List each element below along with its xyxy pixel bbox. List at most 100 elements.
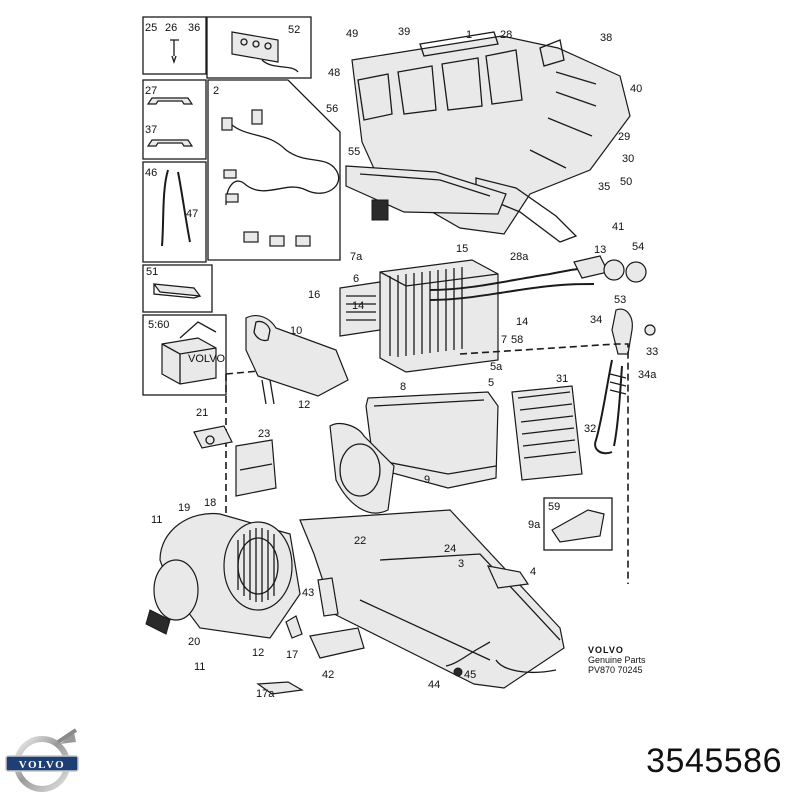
callout-28a: 28a [510, 251, 529, 263]
part-number: 3545586 [646, 742, 782, 780]
callout-30: 30 [622, 153, 634, 165]
callout-29: 29 [618, 131, 630, 143]
inset-box-2-wiring [207, 79, 341, 261]
callout-32: 32 [584, 423, 596, 435]
callout-58: 58 [511, 334, 523, 346]
refrigerant-pipe-28a [429, 255, 647, 301]
resistor-21 [193, 425, 233, 449]
inset-box-52 [206, 16, 312, 79]
blower-motor-19 [145, 512, 301, 639]
bottom-housing-3 [299, 509, 565, 689]
callout-43: 43 [302, 587, 314, 599]
callout-8: 8 [400, 381, 406, 393]
callout-51: 51 [146, 266, 158, 278]
callout-28: 28 [500, 29, 512, 41]
svg-text:VOLVO: VOLVO [188, 353, 226, 365]
callout-53: 53 [614, 294, 626, 306]
callout-6: 6 [353, 273, 359, 285]
callout-20: 20 [188, 636, 200, 648]
genuine-parts-line2: PV870 70245 [588, 665, 643, 675]
callout-49: 49 [346, 28, 358, 40]
callout-46: 46 [145, 167, 157, 179]
callout-5-60: 5:60 [148, 319, 169, 331]
inset-box-46-47 [142, 161, 207, 263]
callout-27: 27 [145, 85, 157, 97]
callout-17a: 17a [256, 688, 275, 700]
callout-11b: 11 [194, 661, 205, 673]
evaporator-core [339, 259, 499, 373]
callout-5: 5 [488, 377, 494, 389]
lower-housing-9 [329, 391, 499, 514]
duct-55 [345, 165, 507, 221]
callout-44: 44 [428, 679, 440, 691]
callout-9: 9 [424, 474, 430, 486]
callout-47: 47 [186, 208, 198, 220]
genuine-parts-stamp: VOLVO Genuine Parts PV870 70245 [588, 645, 646, 675]
callout-34a: 34a [638, 369, 657, 381]
callout-15: 15 [456, 243, 468, 255]
callout-59: 59 [548, 501, 560, 513]
callout-36: 36 [188, 22, 200, 34]
callout-4: 4 [530, 566, 536, 578]
callout-37: 37 [145, 124, 157, 136]
callout-48: 48 [328, 67, 340, 79]
callout-18: 18 [204, 497, 216, 509]
callout-38: 38 [600, 32, 612, 44]
genuine-parts-line1: Genuine Parts [588, 655, 646, 665]
callout-7: 7 [501, 334, 507, 346]
valve-34-pipe-32 [594, 308, 656, 455]
callout-25: 25 [145, 22, 157, 34]
callout-24: 24 [444, 543, 456, 555]
lever-42-43 [256, 577, 365, 695]
callout-56: 56 [326, 103, 338, 115]
callout-55: 55 [348, 146, 360, 158]
callout-41: 41 [612, 221, 624, 233]
inset-box-5-60: VOLVO [142, 314, 227, 396]
sensor-44-45 [445, 641, 491, 677]
callout-35: 35 [598, 181, 610, 193]
callout-3: 3 [458, 558, 464, 570]
callout-34: 34 [590, 314, 602, 326]
callout-42: 42 [322, 669, 334, 681]
volvo-iron-mark-icon: VOLVO [2, 728, 84, 796]
inset-box-25-26-36 [142, 16, 207, 75]
callout-14b: 14 [516, 316, 528, 328]
callout-10: 10 [290, 325, 302, 337]
callout-40: 40 [630, 83, 642, 95]
inset-box-51 [142, 264, 213, 313]
callout-33: 33 [646, 346, 658, 358]
callout-45: 45 [464, 669, 476, 681]
callout-50: 50 [620, 176, 632, 188]
callout-labels: 25 26 36 52 49 39 1 28 38 48 27 2 40 56 … [145, 22, 658, 700]
callout-52: 52 [288, 24, 300, 36]
callout-12a: 12 [298, 399, 310, 411]
callout-7a: 7a [350, 251, 363, 263]
logo-wordmark: VOLVO [19, 759, 65, 771]
callout-17: 17 [286, 649, 298, 661]
callout-23: 23 [258, 428, 270, 440]
duct-10 [245, 315, 349, 405]
inset-box-59 [543, 497, 613, 551]
callout-16: 16 [308, 289, 320, 301]
heater-core-31 [511, 385, 583, 481]
callout-22: 22 [354, 535, 366, 547]
callout-2: 2 [213, 85, 219, 97]
callout-19: 19 [178, 502, 190, 514]
callout-13: 13 [594, 244, 606, 256]
callout-14a: 14 [352, 300, 364, 312]
callout-9a: 9a [528, 519, 541, 531]
inset-box-27-37 [142, 79, 207, 160]
callout-11a: 11 [151, 514, 162, 526]
genuine-parts-brand: VOLVO [588, 645, 624, 655]
motor-housing-23 [235, 439, 277, 497]
callout-31: 31 [556, 373, 568, 385]
callout-26: 26 [165, 22, 177, 34]
callout-1: 1 [466, 29, 472, 41]
clip-4 [486, 565, 530, 589]
callout-54: 54 [632, 241, 644, 253]
callout-5a: 5a [490, 361, 503, 373]
callout-12b: 12 [252, 647, 264, 659]
callout-39: 39 [398, 26, 410, 38]
callout-21: 21 [196, 407, 208, 419]
